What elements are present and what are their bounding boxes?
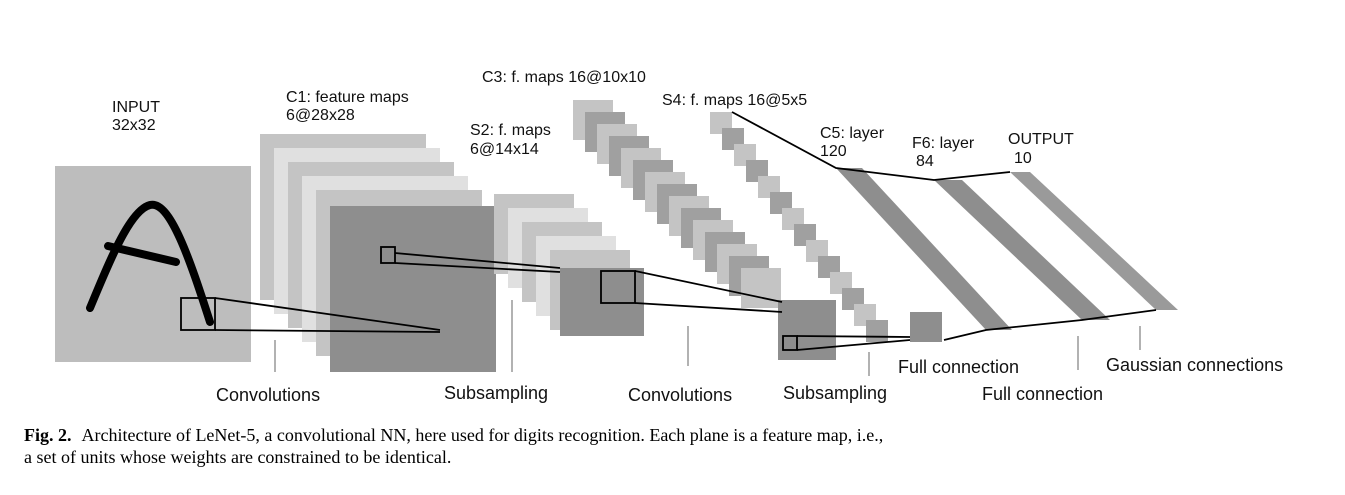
c1-feature-maps: [260, 134, 496, 372]
c1-size: 6@28x28: [286, 107, 355, 124]
f6-label: F6: layer: [912, 135, 975, 152]
op-full-connection-2: Full connection: [982, 384, 1103, 404]
s2-feature-maps: [494, 194, 644, 336]
f6-size: 84: [916, 153, 934, 170]
op-convolutions-1: Convolutions: [216, 385, 320, 405]
input-size: 32x32: [112, 117, 156, 134]
c3-label: C3: f. maps 16@10x10: [482, 69, 646, 86]
op-subsampling-1: Subsampling: [444, 383, 548, 403]
c5-size: 120: [820, 143, 847, 160]
op-convolutions-2: Convolutions: [628, 385, 732, 405]
output-layer: [1010, 172, 1178, 310]
op-gaussian-connections: Gaussian connections: [1106, 355, 1283, 375]
c5-label: C5: layer: [820, 125, 885, 142]
caption-label: Fig. 2.: [24, 425, 72, 445]
op-full-connection-1: Full connection: [898, 357, 1019, 377]
receptive-field-lines: [180, 111, 1157, 351]
s4-feature-maps: [710, 112, 942, 342]
s2-label: S2: f. maps: [470, 122, 551, 139]
output-label: OUTPUT: [1008, 131, 1074, 148]
s4-label: S4: f. maps 16@5x5: [662, 92, 807, 109]
caption-text: Architecture of LeNet-5, a convolutional…: [24, 425, 884, 467]
output-size: 10: [1014, 150, 1032, 167]
operation-ticks: [274, 300, 1141, 376]
op-subsampling-2: Subsampling: [783, 383, 887, 403]
input-plane: [55, 166, 251, 362]
lenet5-diagram: INPUT 32x32 C1: feature maps 6@28x28 S2:…: [55, 69, 1283, 405]
input-label: INPUT: [112, 99, 160, 116]
s2-size: 6@14x14: [470, 141, 539, 158]
c1-label: C1: feature maps: [286, 89, 409, 106]
c5-layer: [836, 168, 1012, 330]
f6-layer: [934, 180, 1110, 320]
figure-caption: Fig. 2.Architecture of LeNet-5, a convol…: [24, 424, 884, 468]
